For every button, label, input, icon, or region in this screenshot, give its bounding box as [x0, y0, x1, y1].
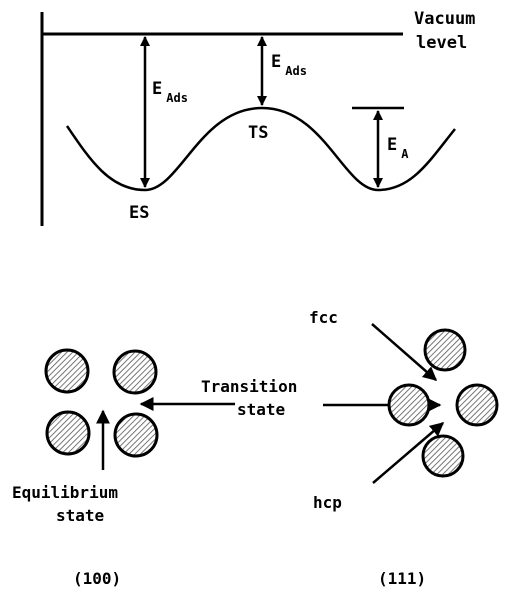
hcp-arrow — [372, 422, 445, 484]
potential-energy-curve — [65, 106, 456, 192]
transition-label-line2: state — [237, 400, 285, 419]
atom-100-bottom-right — [113, 412, 159, 458]
transition-label-line1: Transition — [201, 377, 297, 396]
equilibrium-label-line2: state — [56, 506, 104, 525]
facet-111-label: (111) — [378, 569, 426, 588]
atom-100-top-left — [44, 348, 90, 394]
atom-100-top-right — [112, 349, 158, 395]
hcp-label: hcp — [313, 493, 342, 512]
atom-111-left — [387, 383, 431, 427]
ts-label: TS — [248, 123, 268, 143]
fcc-label: fcc — [309, 308, 338, 327]
vacuum-label-line1: Vacuum — [414, 9, 475, 29]
surface-100-diagram: Equilibrium state (100) — [12, 348, 159, 588]
fcc-arrow — [371, 323, 438, 381]
es-label: ES — [129, 203, 149, 223]
equilibrium-label-line1: Equilibrium — [12, 483, 118, 502]
facet-100-label: (100) — [73, 569, 121, 588]
atom-100-bottom-left — [45, 410, 91, 456]
atom-111-top — [423, 328, 467, 372]
vacuum-label-line2: level — [416, 33, 467, 53]
atom-111-bottom — [421, 434, 465, 478]
surface-111-diagram: fcc hcp (111) — [309, 308, 499, 588]
atom-111-right — [455, 383, 499, 427]
